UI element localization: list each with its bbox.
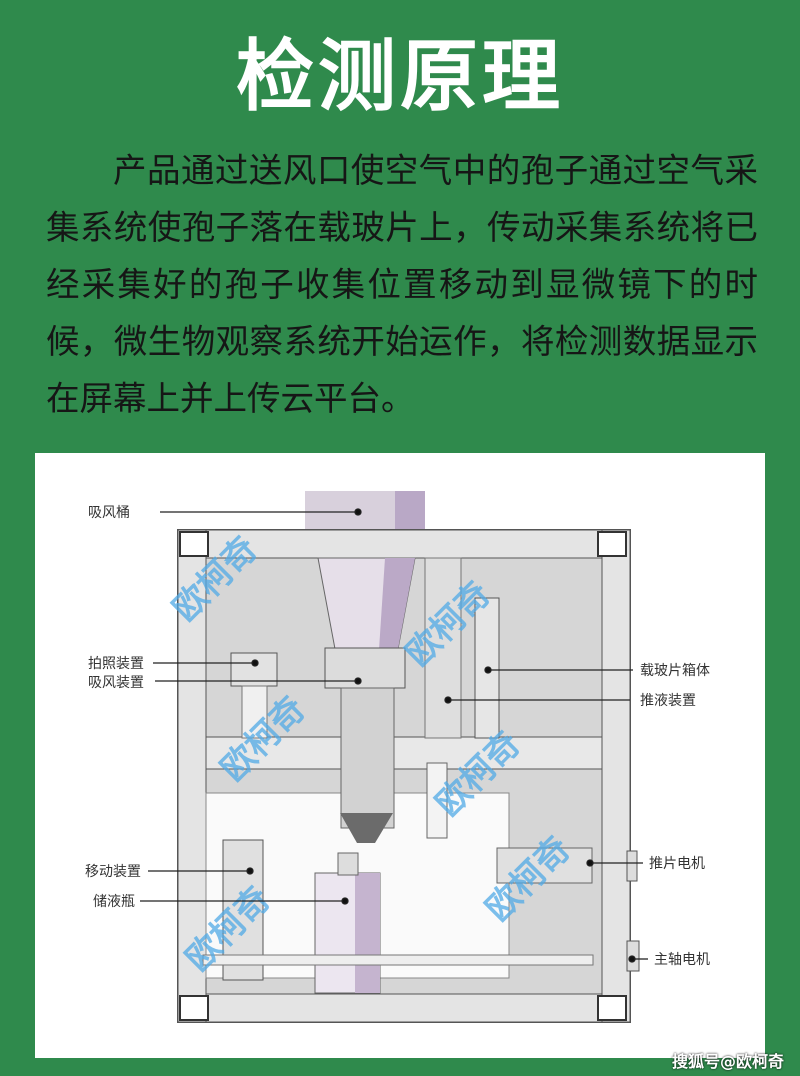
device-diagram: 欧柯奇 欧柯奇 欧柯奇 欧柯奇 欧柯奇 欧柯奇 吸风桶 拍照装置 吸风装置 移动… [85,491,710,1023]
label-suction-device: 吸风装置 [88,675,144,691]
label-liquid-bottle: 储液瓶 [93,894,135,910]
label-spindle-motor: 主轴电机 [654,952,710,968]
diagram-panel: 欧柯奇 欧柯奇 欧柯奇 欧柯奇 欧柯奇 欧柯奇 吸风桶 拍照装置 吸风装置 移动… [35,453,765,1058]
label-moving-device: 移动装置 [85,864,141,880]
leader-lines [140,508,648,963]
label-camera-device: 拍照装置 [88,656,144,672]
page-title: 检测原理 [235,32,564,122]
description-paragraph: 产品通过送风口使空气中的孢子通过空气采集系统使孢子落在载玻片上，传动采集系统将已… [46,151,758,418]
main-shaft [202,954,594,966]
label-suction-bucket: 吸风桶 [88,505,130,521]
label-liquid-push-device: 推液装置 [640,693,696,709]
source-watermark: 搜狐号@欧柯奇 [671,1052,784,1071]
nozzle [340,813,393,843]
label-slide-box: 载玻片箱体 [640,663,710,679]
label-slide-push-motor: 推片电机 [649,856,705,872]
middle-bar [205,736,603,770]
